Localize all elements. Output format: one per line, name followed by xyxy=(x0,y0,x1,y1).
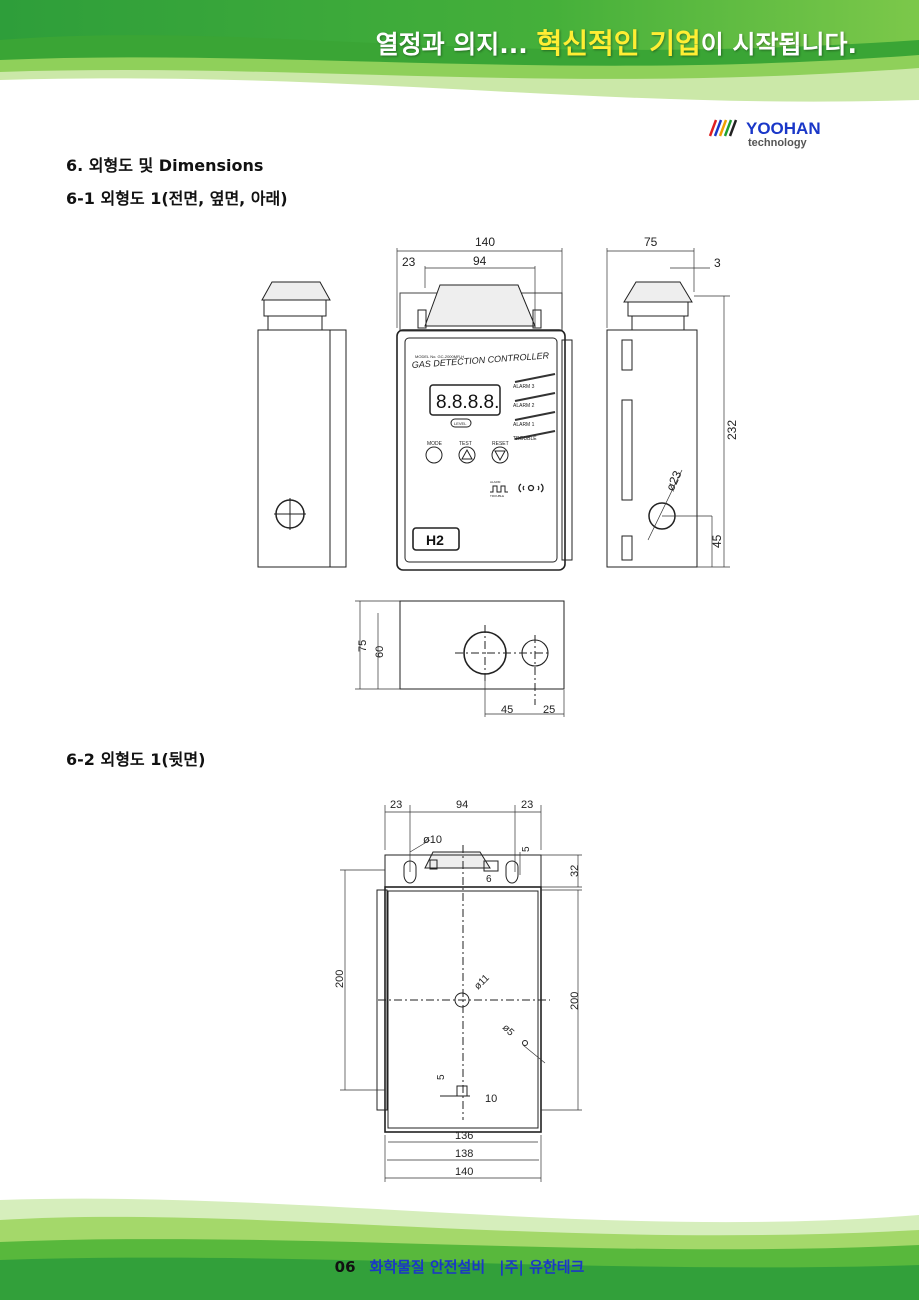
dimension-drawing-back: 23 94 23 ø10 5 6 32 200 200 ø11 ø5 5 10 … xyxy=(334,799,582,1182)
header-tagline: 열정과 의지... 혁신적인 기업이 시작됩니다. xyxy=(375,27,857,60)
up-arrow-icon xyxy=(461,448,473,460)
panel-model: MODEL No. GC-2000MR-H xyxy=(415,354,464,359)
panel-test-label: TEST xyxy=(459,441,472,447)
right-side-view xyxy=(606,281,698,568)
dim-hole-h: 45 xyxy=(710,534,724,548)
footer-company-mark: |주| xyxy=(499,1258,524,1276)
panel-mode-label: MODE xyxy=(427,441,443,447)
dim-width: 140 xyxy=(475,235,495,249)
dim-back-w136: 136 xyxy=(455,1130,473,1142)
panel-alarm-small: ALARM xyxy=(490,480,501,484)
side-dimensions xyxy=(606,248,730,568)
section-title: 6. 외형도 및 Dimensions xyxy=(66,156,264,175)
panel-alarm2: ALARM 2 xyxy=(513,403,535,409)
dim-bottom-inner: 60 xyxy=(374,646,386,658)
footer-company: 유한테크 xyxy=(523,1258,585,1276)
reset-button-icon xyxy=(491,446,509,464)
dim-back-ten: 10 xyxy=(485,1093,497,1105)
panel-display: 8.8.8.8. xyxy=(436,392,499,413)
dim-bottom-hole: 45 xyxy=(501,704,513,716)
panel-trouble: TROUBLE xyxy=(513,436,537,442)
mode-button-icon xyxy=(425,446,443,464)
footer-title: 화학물질 안전설비 xyxy=(369,1258,486,1276)
dim-back-hole: ø10 xyxy=(423,834,442,846)
panel-gas: H2 xyxy=(426,532,444,548)
panel-level: LEVEL xyxy=(454,421,467,426)
logo-stripes-icon xyxy=(708,119,738,137)
footer-banner xyxy=(0,1198,919,1300)
dim-back-right: 23 xyxy=(521,799,533,811)
header-banner xyxy=(0,0,919,102)
logo-name: YOOHAN xyxy=(746,119,821,138)
dim-back-center: ø11 xyxy=(472,972,492,992)
logo-sub: technology xyxy=(748,137,808,149)
dim-wall: 3 xyxy=(714,256,721,270)
dim-inner: 94 xyxy=(473,254,487,268)
dim-bottom-depth: 75 xyxy=(357,640,369,652)
dim-back-w140: 140 xyxy=(455,1166,473,1178)
down-arrow-icon xyxy=(494,450,506,462)
subsection-title-front: 6-1 외형도 1(전면, 옆면, 아래) xyxy=(66,189,288,208)
dim-back-h200-right: 200 xyxy=(569,992,581,1010)
dim-back-h32: 32 xyxy=(569,865,581,877)
dim-bottom-edge: 25 xyxy=(543,704,555,716)
left-side-view xyxy=(257,281,347,568)
dim-back-small: ø5 xyxy=(500,1022,516,1038)
bottom-dimensions xyxy=(355,600,565,717)
dim-height: 232 xyxy=(725,420,739,440)
subsection-title-back: 6-2 외형도 1(뒷면) xyxy=(66,750,206,769)
dim-offset: 23 xyxy=(402,255,416,269)
back-dimensions xyxy=(340,805,582,1182)
company-logo: YOOHAN technology xyxy=(708,119,821,149)
back-view xyxy=(376,845,550,1133)
dimension-drawing-front-side-bottom: MODEL No. GC-2000MR-H GAS DETECTION CONT… xyxy=(257,235,739,717)
buzzer-icon xyxy=(518,483,544,493)
panel-alarm1: ALARM 1 xyxy=(513,422,535,428)
test-button-icon xyxy=(458,446,476,464)
dim-back-five-bottom: 5 xyxy=(436,1074,447,1080)
pulse-icon xyxy=(490,485,508,493)
dim-back-five-top: 5 xyxy=(521,846,532,852)
dim-back-h200-left: 200 xyxy=(334,970,346,988)
panel-alarm3: ALARM 3 xyxy=(513,384,535,390)
front-dimensions xyxy=(396,248,563,328)
panel-reset-label: RESET xyxy=(492,441,509,447)
dim-back-left: 23 xyxy=(390,799,402,811)
dim-back-mid: 94 xyxy=(456,799,468,811)
page-number: 06 xyxy=(334,1258,356,1276)
footer-text: 06 화학물질 안전설비 |주| 유한테크 xyxy=(0,1256,919,1277)
bottom-view xyxy=(399,600,565,705)
dim-back-w138: 138 xyxy=(455,1148,473,1160)
front-view: MODEL No. GC-2000MR-H GAS DETECTION CONT… xyxy=(396,284,573,571)
dim-back-six: 6 xyxy=(486,874,492,885)
tagline-highlight: 혁신적인 기업 xyxy=(536,27,701,60)
dim-depth: 75 xyxy=(644,235,658,249)
panel-trouble-small: TROUBLE xyxy=(490,494,504,498)
